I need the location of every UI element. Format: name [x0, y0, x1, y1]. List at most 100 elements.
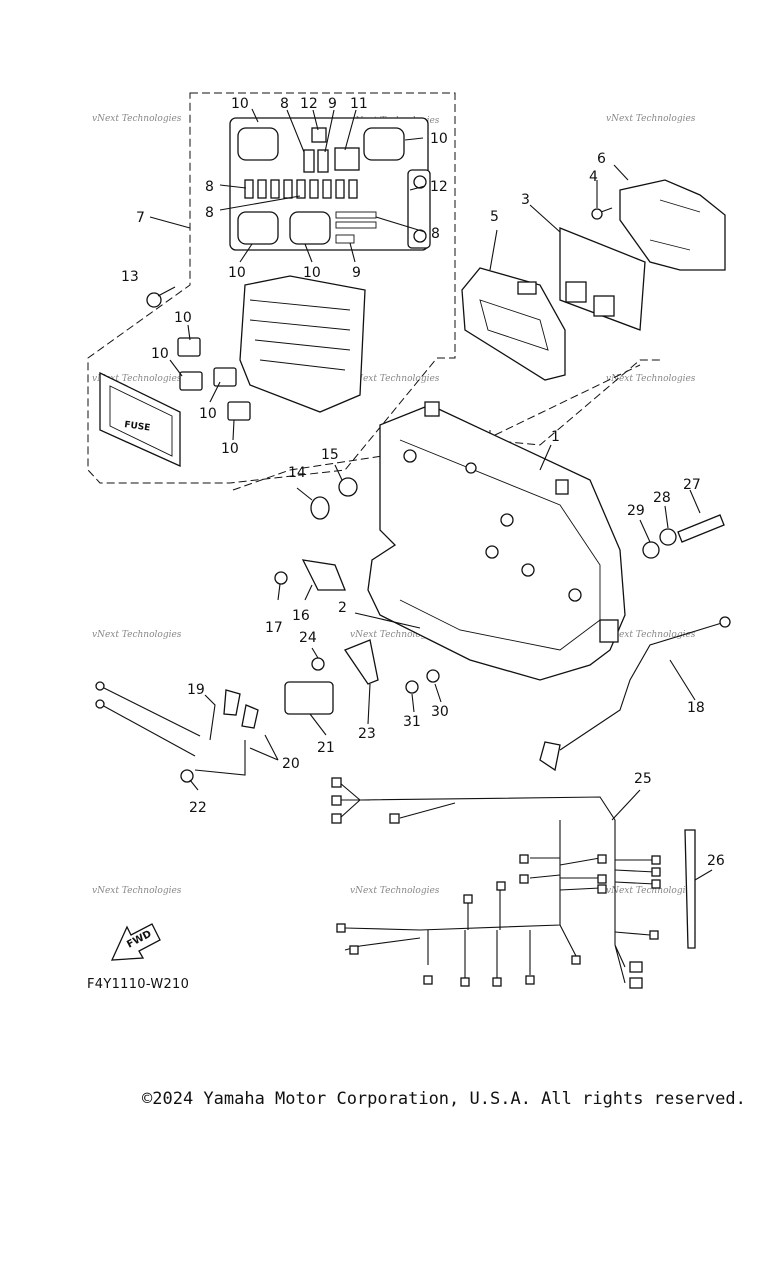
- leader-line: [304, 584, 313, 601]
- leader-line: [669, 659, 696, 701]
- fuse-slot: [335, 221, 377, 229]
- fwd-arrow: FWD: [110, 923, 161, 961]
- relay: [177, 337, 201, 357]
- harness-branch: [339, 799, 456, 819]
- leader-lines: [149, 108, 713, 881]
- mount-hole: [521, 563, 535, 577]
- callout-8: 8: [205, 205, 214, 221]
- callout-8: 8: [431, 226, 440, 242]
- leader-line: [239, 243, 253, 263]
- mount-hole: [485, 545, 499, 559]
- leader-line: [309, 713, 327, 736]
- leader-line: [296, 487, 313, 501]
- nut-31: [405, 680, 419, 694]
- ecu-assembly: [461, 179, 726, 381]
- lead-boot: [539, 741, 561, 772]
- leader-line: [434, 683, 442, 703]
- connector: [423, 975, 433, 985]
- electrical-box-shell: [367, 404, 626, 681]
- watermark: vNext Technologies: [606, 630, 696, 640]
- leader-line: [689, 489, 701, 514]
- leader-line: [232, 419, 235, 441]
- leader-line: [189, 779, 199, 791]
- fuse-slot: [270, 179, 280, 199]
- ecu-unit: [559, 227, 646, 331]
- callout-10: 10: [151, 346, 169, 362]
- callout-10: 10: [221, 441, 239, 457]
- callout-16: 16: [292, 608, 310, 624]
- connector: [463, 894, 473, 904]
- wire-harness: [331, 777, 661, 989]
- callout-29: 29: [627, 503, 645, 519]
- callout-18: 18: [687, 700, 705, 716]
- box-tab: [555, 479, 569, 495]
- watermark: vNext Technologies: [92, 374, 182, 384]
- bolt-27: [677, 514, 725, 543]
- fuse-slot: [257, 179, 267, 199]
- leader-line: [354, 612, 421, 629]
- leader-line: [312, 109, 319, 131]
- relay-socket: [237, 127, 279, 161]
- fuse-box-body: [177, 275, 366, 421]
- cable-tie-26: [684, 829, 696, 949]
- relay: [179, 371, 203, 391]
- fuse-slot: [309, 179, 319, 199]
- lead-terminal: [719, 616, 731, 628]
- bracket-group-outline: [232, 359, 660, 491]
- watermark: vNext Technologies: [606, 886, 696, 896]
- connector: [651, 867, 661, 877]
- relay-socket: [237, 211, 279, 245]
- diagram-code: F4Y1110-W210: [87, 977, 190, 992]
- leader-line: [209, 381, 221, 403]
- callout-8: 8: [280, 96, 289, 112]
- harness-branch: [427, 888, 531, 978]
- leader-line: [613, 164, 629, 181]
- callout-10: 10: [430, 131, 448, 147]
- small-parts: [146, 286, 725, 949]
- connector: [519, 874, 529, 884]
- watermark: vNext Technologies: [350, 374, 440, 384]
- mount-hole: [465, 462, 477, 474]
- callout-12: 12: [300, 96, 318, 112]
- harness-branch: [614, 859, 656, 936]
- bracket-16: [301, 559, 346, 591]
- bolt-shaft: [157, 286, 176, 297]
- fuse-slot: [296, 179, 306, 199]
- ground-lead: [194, 740, 246, 776]
- relay-socket: [363, 127, 405, 161]
- relay-socket: [289, 211, 331, 245]
- battery-cable: [99, 685, 201, 737]
- screw-17: [274, 571, 288, 585]
- connector: [519, 854, 529, 864]
- connector: [651, 879, 661, 889]
- mount-hole: [403, 449, 417, 463]
- fwd-arrow-icon: [110, 923, 161, 961]
- terminal-boot: [223, 689, 241, 716]
- callout-10: 10: [199, 406, 217, 422]
- connector: [571, 955, 581, 965]
- fuse-slot: [311, 127, 327, 143]
- bracket-23: [344, 639, 379, 685]
- callout-25: 25: [634, 771, 652, 787]
- electrical-box: [367, 401, 626, 681]
- callout-9: 9: [328, 96, 337, 112]
- ecu-connector: [593, 295, 615, 317]
- leader-line: [149, 216, 191, 229]
- leader-line: [404, 137, 424, 141]
- ecu-mount-rubber: [461, 267, 566, 381]
- harness-branch: [344, 820, 561, 931]
- callout-2: 2: [338, 600, 347, 616]
- callout-11: 11: [350, 96, 368, 112]
- callout-5: 5: [490, 209, 499, 225]
- leader-line: [639, 519, 651, 543]
- connector: [651, 855, 661, 865]
- copyright-notice: ©2024 Yamaha Motor Corporation, U.S.A. A…: [142, 1089, 746, 1109]
- callout-numbers: 10 8 12 9 11 10 12 8 8 8 7 10 10 9 13 10…: [121, 96, 725, 869]
- leader-line: [409, 185, 426, 191]
- connector: [496, 881, 506, 891]
- fuse-label: FUSE: [124, 420, 151, 434]
- callout-7: 7: [136, 210, 145, 226]
- callout-8: 8: [205, 179, 214, 195]
- relay-21: [284, 681, 334, 715]
- callout-28: 28: [653, 490, 671, 506]
